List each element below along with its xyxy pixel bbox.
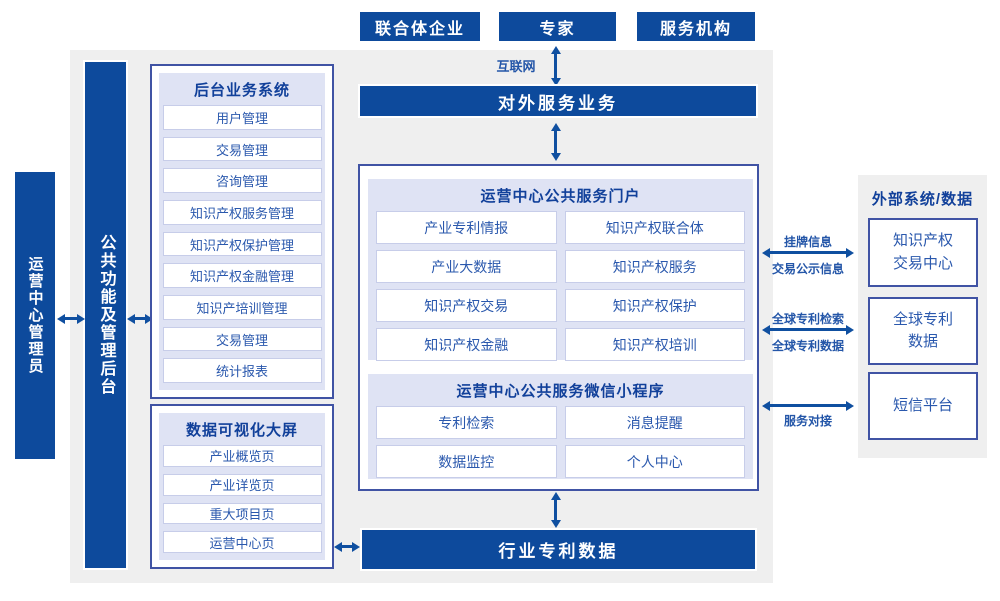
portal-item: 知识产权金融 — [376, 328, 557, 361]
actor-box-experts: 专家 — [497, 10, 618, 43]
label-global-patent-search: 全球专利检索 — [771, 312, 844, 326]
arrow-admin-to-backend — [65, 317, 77, 320]
backend-item: 交易管理 — [162, 136, 322, 162]
backend-item: 用户管理 — [162, 105, 322, 130]
backend-item: 知识产权金融管理 — [162, 263, 322, 289]
portal-item: 知识产权联合体 — [564, 211, 745, 244]
backend-item: 咨询管理 — [162, 168, 322, 194]
label-global-patent-data: 全球专利数据 — [771, 339, 844, 353]
arrow-internet-vertical — [554, 54, 557, 78]
arrow-listing-info — [770, 251, 846, 254]
dataviz-item: 产业概览页 — [162, 445, 322, 467]
miniprogram-item: 个人中心 — [564, 445, 745, 478]
portal-section: 运营中心公共服务门户 产业专利情报 知识产权联合体 产业大数据 知识产权服务 知… — [368, 179, 753, 361]
dataviz-panel: 数据可视化大屏 产业概览页 产业详览页 重大项目页 运营中心页 — [150, 404, 334, 569]
dataviz-item: 运营中心页 — [162, 531, 322, 553]
arrow-backend-to-panel — [135, 317, 145, 320]
portal-item: 知识产权服务 — [564, 250, 745, 283]
backend-item: 统计报表 — [162, 358, 322, 384]
actor-label: 联合体企业 — [374, 20, 465, 38]
dataviz-item: 产业详览页 — [162, 473, 322, 496]
actor-label: 专家 — [539, 20, 576, 38]
arrow-service-to-portal — [554, 131, 557, 153]
arrow-dataviz-to-industry — [342, 545, 352, 548]
miniprogram-item: 专利检索 — [376, 406, 557, 439]
miniprogram-item: 数据监控 — [376, 445, 557, 478]
internet-label: 互联网 — [496, 59, 536, 74]
portal-grid: 产业专利情报 知识产权联合体 产业大数据 知识产权服务 知识产权交易 知识产权保… — [368, 211, 753, 361]
portal-item: 知识产权培训 — [564, 328, 745, 361]
arrow-portal-to-industry — [554, 500, 557, 520]
miniprogram-grid: 专利检索 消息提醒 数据监控 个人中心 — [368, 406, 753, 478]
external-systems-title: 外部系统/数据 — [871, 191, 974, 208]
portal-item: 产业专利情报 — [376, 211, 557, 244]
backend-system-title: 后台业务系统 — [193, 82, 290, 99]
industry-patent-label: 行业专利数据 — [498, 542, 619, 561]
admin-label: 运营中心管理员 — [26, 256, 44, 375]
external-system-sms-platform: 短信平台 — [868, 372, 978, 440]
actor-box-consortium: 联合体企业 — [358, 10, 482, 43]
admin-box: 运营中心管理员 — [13, 170, 57, 461]
portal-item: 知识产权交易 — [376, 289, 557, 322]
backend-system-panel: 后台业务系统 用户管理 交易管理 咨询管理 知识产权服务管理 知识产权保护管理 … — [150, 64, 334, 399]
backend-item: 知识产权服务管理 — [162, 200, 322, 225]
dataviz-item: 重大项目页 — [162, 502, 322, 525]
backend-item: 知识产培训管理 — [162, 295, 322, 320]
industry-patent-bar: 行业专利数据 — [360, 528, 757, 571]
portal-item: 产业大数据 — [376, 250, 557, 283]
dataviz-panel-inner: 数据可视化大屏 产业概览页 产业详览页 重大项目页 运营中心页 — [159, 413, 325, 560]
actor-label: 服务机构 — [659, 20, 732, 38]
portal-item: 知识产权保护 — [564, 289, 745, 322]
label-service-docking: 服务对接 — [783, 414, 832, 428]
miniprogram-item: 消息提醒 — [564, 406, 745, 439]
label-listing-info: 挂牌信息 — [783, 235, 832, 249]
backend-functions-bar: 公共功能及管理后台 — [83, 60, 128, 570]
portal-title: 运营中心公共服务门户 — [480, 188, 641, 205]
backend-functions-label: 公共功能及管理后台 — [97, 234, 115, 396]
actor-box-service-orgs: 服务机构 — [635, 10, 757, 43]
backend-item: 交易管理 — [162, 326, 322, 352]
backend-item: 知识产权保护管理 — [162, 231, 322, 257]
dataviz-title: 数据可视化大屏 — [185, 422, 298, 439]
miniprogram-section: 运营中心公共服务微信小程序 专利检索 消息提醒 数据监控 个人中心 — [368, 374, 753, 479]
arrow-global-patent — [770, 328, 846, 331]
external-service-bar: 对外服务业务 — [358, 84, 758, 118]
external-service-label: 对外服务业务 — [498, 93, 618, 113]
external-system-global-patent-data: 全球专利 数据 — [868, 297, 978, 365]
label-trade-publicity-info: 交易公示信息 — [771, 262, 844, 276]
arrow-service-docking — [770, 404, 846, 407]
center-panel: 运营中心公共服务门户 产业专利情报 知识产权联合体 产业大数据 知识产权服务 知… — [358, 164, 759, 491]
miniprogram-title: 运营中心公共服务微信小程序 — [456, 383, 665, 400]
external-system-ip-trading-center: 知识产权 交易中心 — [868, 218, 978, 287]
backend-system-panel-inner: 后台业务系统 用户管理 交易管理 咨询管理 知识产权服务管理 知识产权保护管理 … — [159, 73, 325, 390]
